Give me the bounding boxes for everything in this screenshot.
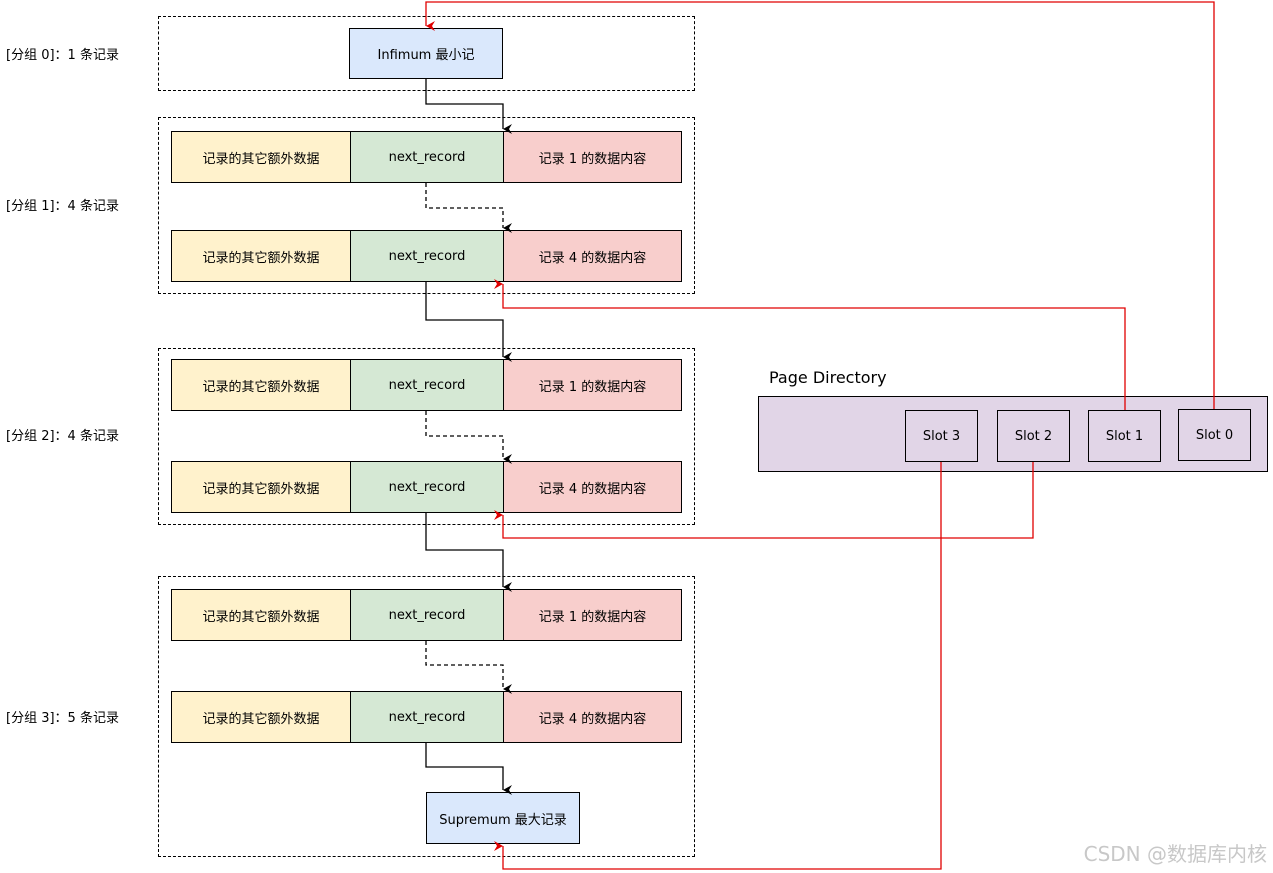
group-2-label: [分组 2]：4 条记录 bbox=[6, 429, 119, 444]
group-3-label: [分组 3]：5 条记录 bbox=[6, 711, 119, 726]
slot-1: Slot 1 bbox=[1088, 410, 1161, 462]
watermark: CSDN @数据库内核 bbox=[1083, 842, 1267, 866]
record-extra-cell: 记录的其它额外数据 bbox=[171, 461, 351, 513]
record-data-cell: 记录 1 的数据内容 bbox=[503, 589, 682, 641]
slot2-pointer bbox=[494, 462, 1034, 539]
arrow-group1-to-group2 bbox=[425, 282, 512, 362]
record-extra-cell: 记录的其它额外数据 bbox=[171, 589, 351, 641]
record-data-cell: 记录 4 的数据内容 bbox=[503, 230, 682, 282]
record-extra-cell: 记录的其它额外数据 bbox=[171, 359, 351, 411]
arrow-infimum-to-group1 bbox=[425, 79, 512, 134]
group-0-label: [分组 0]：1 条记录 bbox=[6, 48, 119, 63]
next-record-cell: next_record bbox=[350, 461, 504, 513]
arrow-to-supremum bbox=[425, 743, 512, 795]
dashed-arrow-group1 bbox=[425, 183, 512, 233]
dashed-arrow-group2 bbox=[425, 411, 512, 464]
slot0-pointer bbox=[425, 1, 1215, 409]
record-data-cell: 记录 1 的数据内容 bbox=[503, 359, 682, 411]
slot-2: Slot 2 bbox=[997, 410, 1070, 462]
dashed-pointer-arrows bbox=[425, 183, 512, 694]
next-pointer-arrows bbox=[425, 79, 512, 795]
next-record-cell: next_record bbox=[350, 589, 504, 641]
next-record-cell: next_record bbox=[350, 230, 504, 282]
record-extra-cell: 记录的其它额外数据 bbox=[171, 131, 351, 183]
slot3-pointer bbox=[494, 462, 942, 870]
next-record-cell: next_record bbox=[350, 691, 504, 743]
next-record-cell: next_record bbox=[350, 131, 504, 183]
slot-3: Slot 3 bbox=[905, 410, 978, 462]
group-3-box bbox=[158, 576, 695, 857]
page-directory-title: Page Directory bbox=[769, 368, 887, 387]
group-1-label: [分组 1]：4 条记录 bbox=[6, 199, 119, 214]
slot1-pointer bbox=[494, 279, 1126, 410]
record-data-cell: 记录 4 的数据内容 bbox=[503, 461, 682, 513]
next-record-cell: next_record bbox=[350, 359, 504, 411]
slot-0: Slot 0 bbox=[1178, 409, 1251, 461]
record-data-cell: 记录 1 的数据内容 bbox=[503, 131, 682, 183]
record-data-cell: 记录 4 的数据内容 bbox=[503, 691, 682, 743]
infimum-record: Infimum 最小记 bbox=[349, 28, 503, 79]
record-extra-cell: 记录的其它额外数据 bbox=[171, 691, 351, 743]
dashed-arrow-group3 bbox=[425, 641, 512, 694]
arrow-group2-to-group3 bbox=[425, 513, 512, 592]
record-extra-cell: 记录的其它额外数据 bbox=[171, 230, 351, 282]
slot-pointer-arrows bbox=[425, 1, 1215, 870]
